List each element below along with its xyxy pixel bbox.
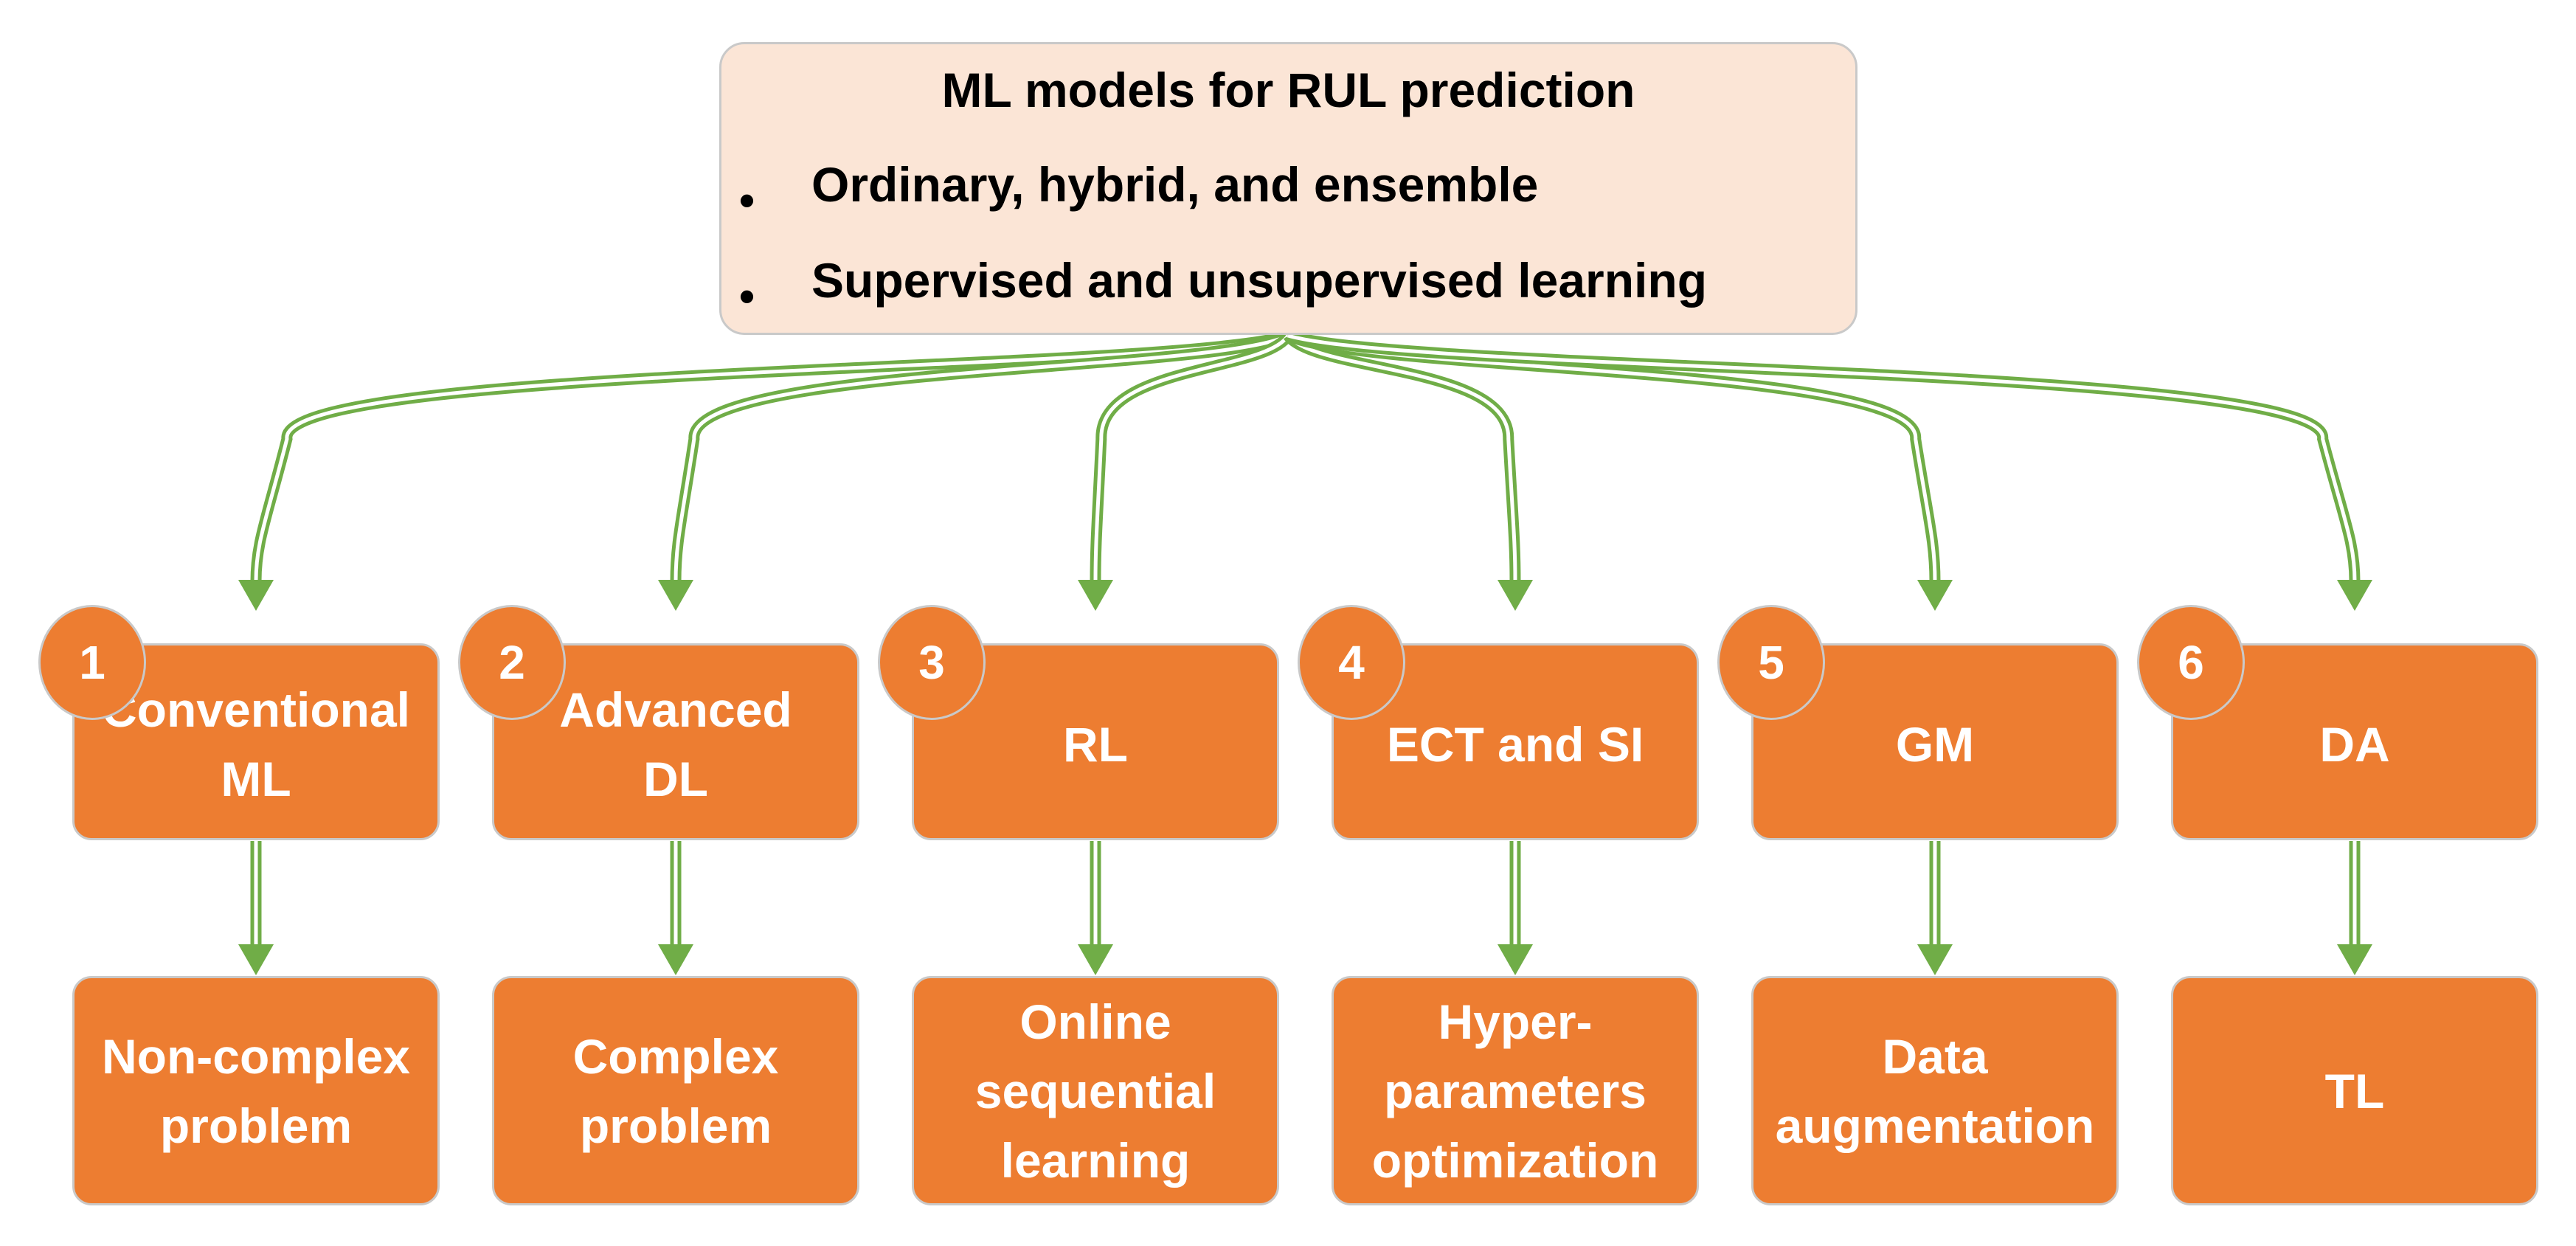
category-box-1: Conventional ML [72,643,440,840]
connector-root-to-category-3-core [1093,334,1290,582]
application-box-6: TL [2171,976,2538,1205]
arrowhead-icon [2337,944,2372,975]
application-box-2: Complex problem [492,976,859,1205]
root-bullet-item: • Supervised and unsupervised learning [739,251,1707,347]
application-box-4: Hyper- parameters optimization [1332,976,1699,1205]
arrowhead-icon [1917,580,1953,611]
root-node: ML models for RUL prediction • Ordinary,… [719,42,1857,335]
connector-root-to-category-4-core [1286,334,1517,582]
arrowhead-icon [1078,580,1113,611]
category-number-badge: 6 [2137,605,2245,720]
arrowhead-icon [1917,944,1953,975]
root-bullet-text: Supervised and unsupervised learning [811,253,1708,308]
root-bullet-list: • Ordinary, hybrid, and ensemble • Super… [739,155,1707,347]
connector-root-to-category-1-core [254,333,1289,582]
application-box-3: Online sequential learning [912,976,1279,1205]
arrowhead-icon [238,944,274,975]
arrowhead-icon [238,580,274,611]
root-title: ML models for RUL prediction [941,63,1635,117]
category-number-badge: 4 [1298,605,1405,720]
root-bullet-item: • Ordinary, hybrid, and ensemble [739,155,1707,251]
bullet-icon: • [739,271,755,321]
category-number-badge: 3 [878,605,986,720]
arrowhead-icon [2337,580,2372,611]
application-box-1: Non-complex problem [72,976,440,1205]
category-number-badge: 1 [38,605,146,720]
category-number-badge: 5 [1717,605,1825,720]
connector-root-to-category-2-core [674,333,1289,582]
arrowhead-icon [658,944,693,975]
arrowhead-icon [1498,580,1533,611]
bullet-icon: • [739,176,755,225]
connector-root-to-category-6-core [1287,333,2357,582]
application-box-5: Data augmentation [1751,976,2119,1205]
category-box-5: GM [1751,643,2119,840]
arrowhead-icon [1078,944,1113,975]
root-bullet-text: Ordinary, hybrid, and ensemble [811,157,1539,212]
arrowhead-icon [658,580,693,611]
category-number-badge: 2 [458,605,566,720]
arrowhead-icon [1498,944,1533,975]
